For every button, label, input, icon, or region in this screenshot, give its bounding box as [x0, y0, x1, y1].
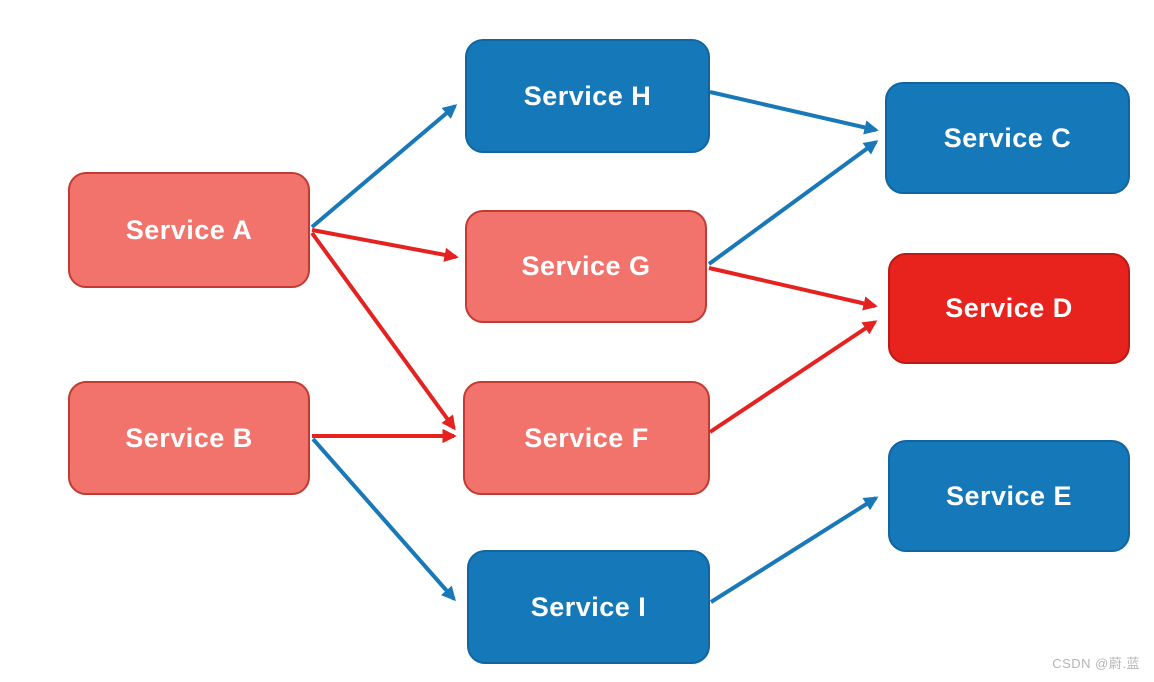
- node-service-d: Service D: [888, 253, 1130, 364]
- node-service-g: Service G: [465, 210, 707, 323]
- node-label: Service I: [530, 591, 647, 622]
- edge-g-c: [707, 140, 879, 266]
- node-label: Service A: [125, 214, 253, 245]
- node-service-i: Service I: [467, 550, 710, 664]
- edge-g-d: [708, 266, 878, 311]
- node-service-h: Service H: [465, 39, 710, 153]
- node-service-b: Service B: [68, 381, 310, 495]
- node-service-c: Service C: [885, 82, 1130, 194]
- node-label: Service C: [943, 122, 1072, 153]
- node-service-f: Service F: [463, 381, 710, 495]
- node-label: Service B: [125, 422, 253, 453]
- edge-h-c: [709, 90, 879, 135]
- edge-i-e: [709, 496, 879, 604]
- node-label: Service D: [945, 293, 1073, 323]
- node-service-e: Service E: [888, 440, 1130, 552]
- edge-b-i: [311, 437, 456, 602]
- edge-a-g: [311, 228, 459, 262]
- node-label: Service H: [523, 80, 652, 111]
- node-label: Service F: [524, 422, 649, 453]
- edge-a-h: [310, 104, 458, 229]
- edge-a-f: [310, 231, 456, 431]
- node-service-a: Service A: [68, 172, 310, 288]
- watermark: CSDN @蔚.蓝: [1052, 656, 1140, 671]
- node-label: Service G: [521, 251, 651, 281]
- node-label: Service E: [945, 480, 1073, 511]
- edge-f-d: [708, 320, 878, 434]
